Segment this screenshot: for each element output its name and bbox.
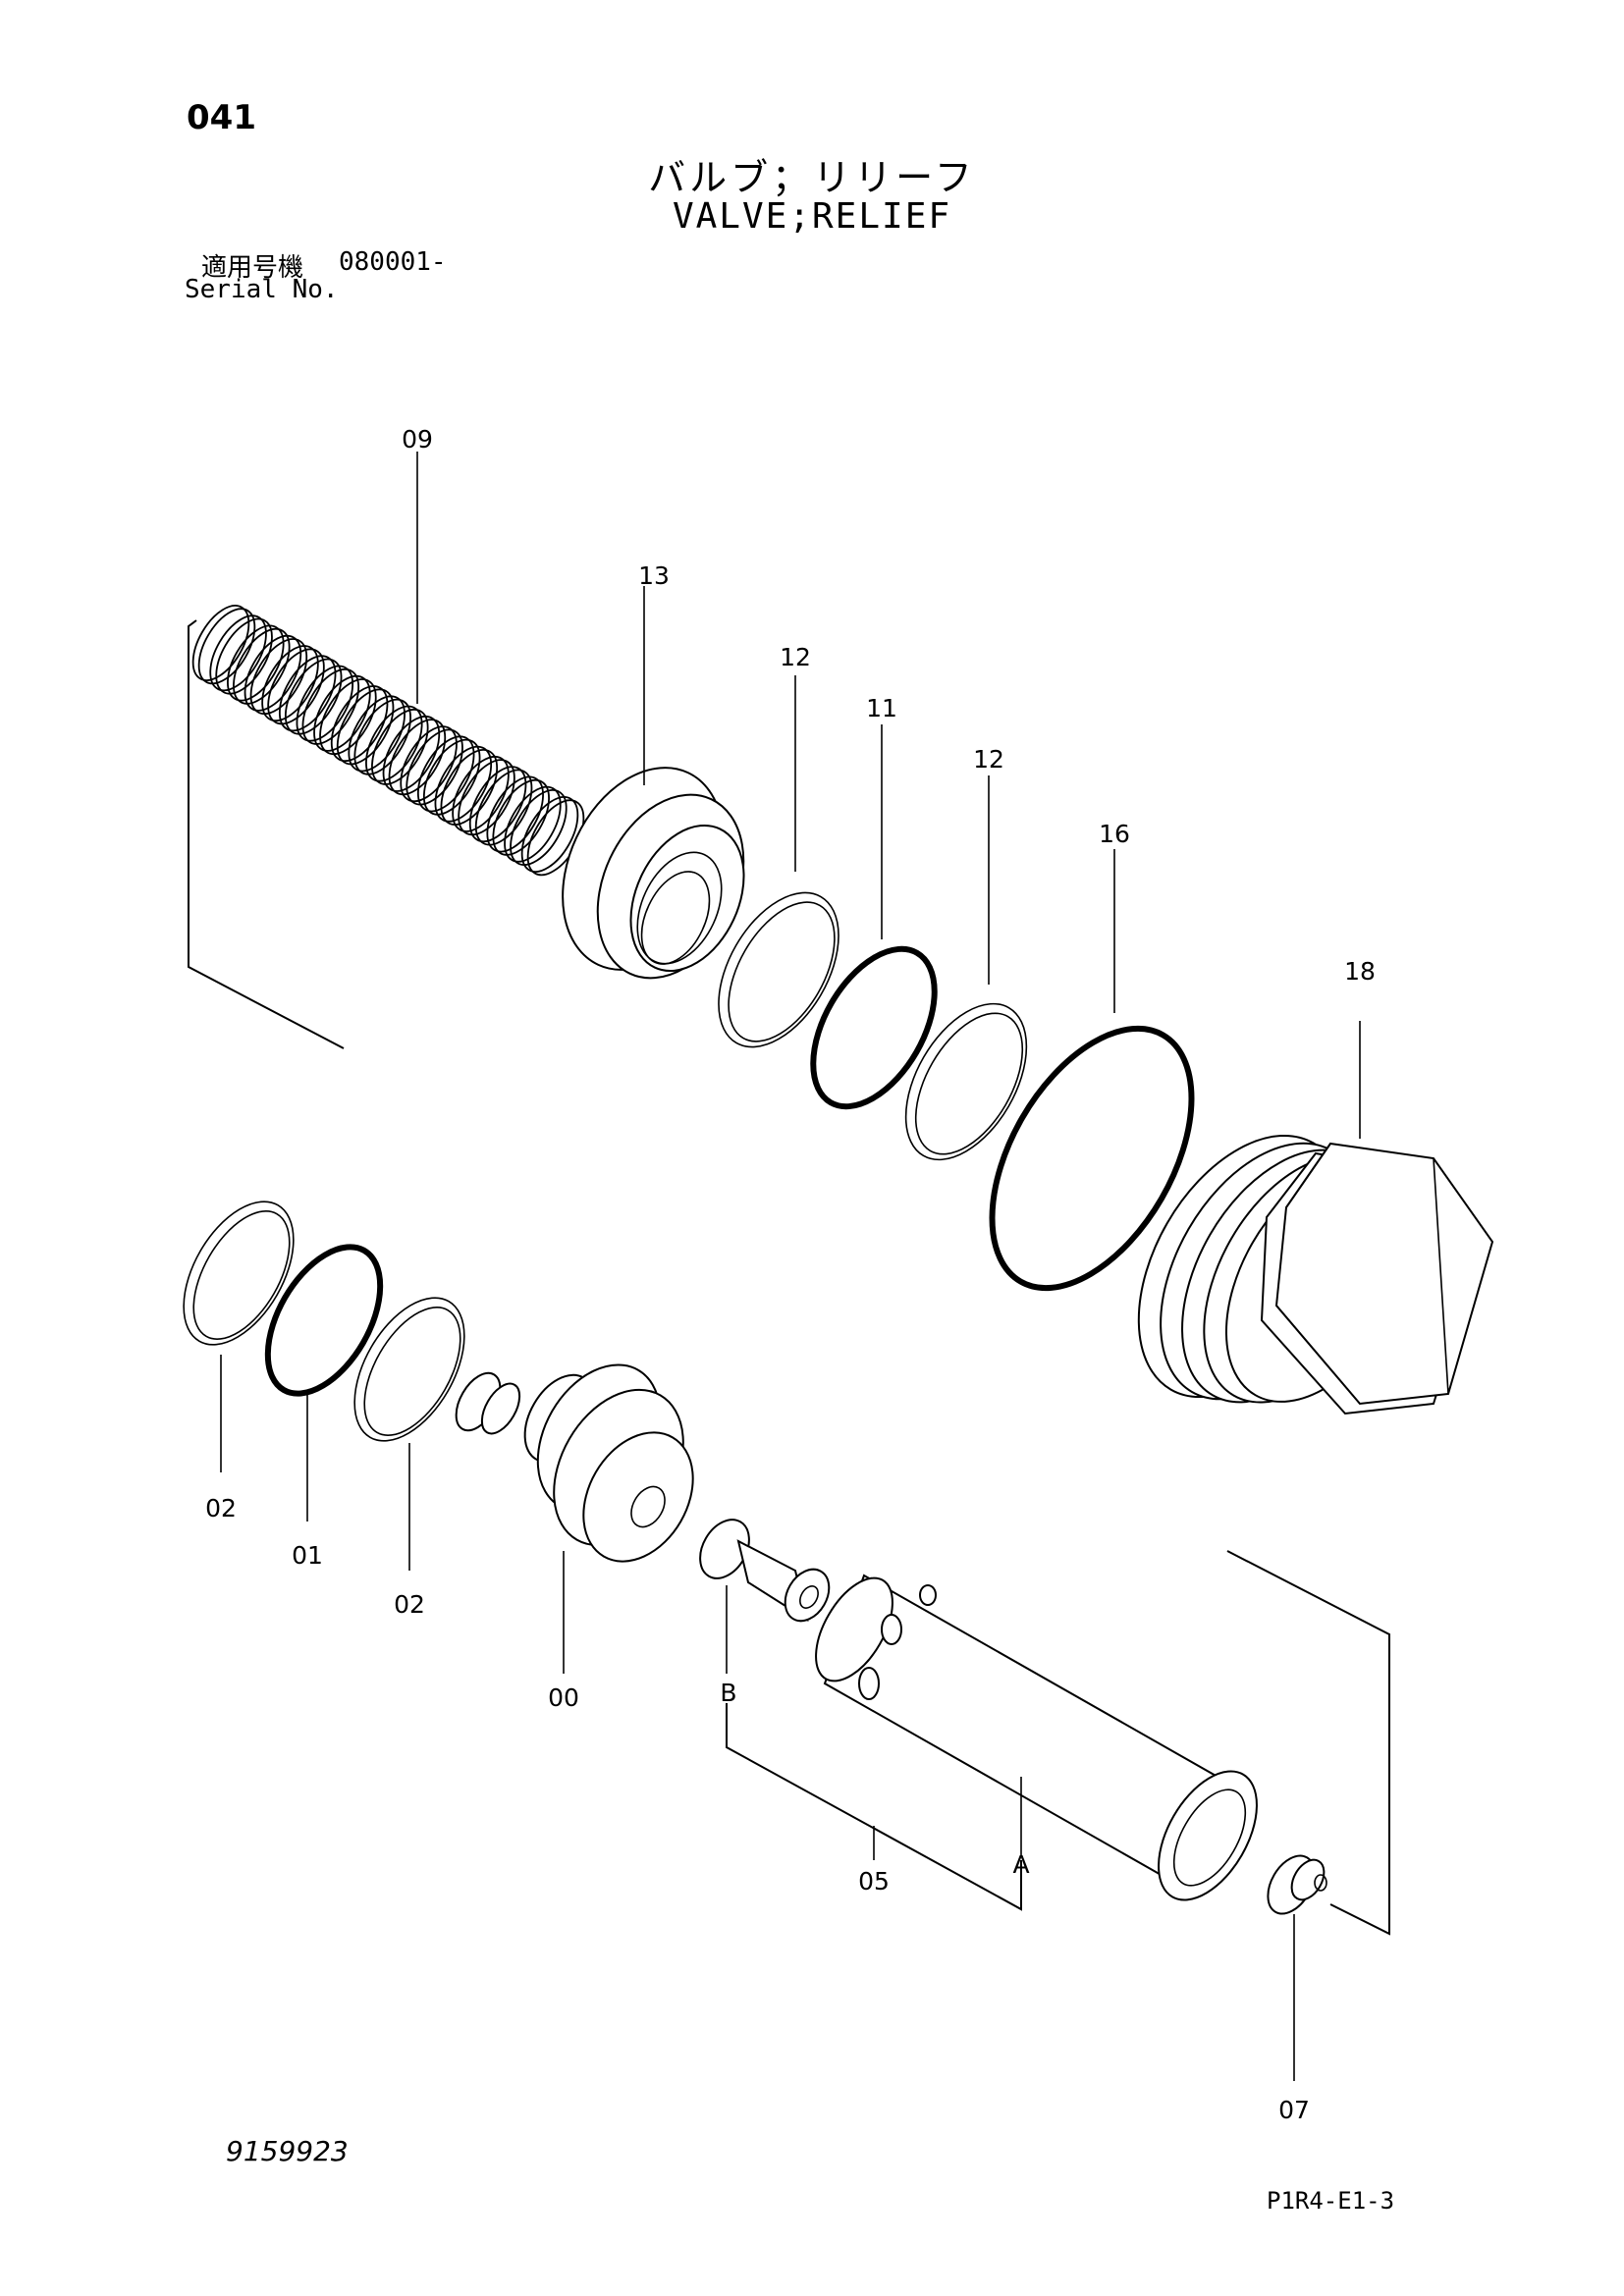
spring-coil	[296, 665, 354, 742]
spring-coil	[468, 766, 527, 843]
callout-12-middle: 12	[973, 745, 1004, 774]
part-13-guide	[562, 586, 745, 980]
part-16-large-oring	[989, 849, 1195, 1292]
part-12-ring-upper	[718, 675, 839, 1048]
part-11-oring	[810, 724, 938, 1110]
page-number: 041	[187, 98, 256, 137]
spring-coil	[267, 648, 325, 725]
callout-07: 07	[1278, 2096, 1310, 2124]
sheet-code: P1R4-E1-3	[1267, 2187, 1395, 2215]
spring-coil	[510, 789, 568, 866]
spring-coil	[319, 678, 377, 755]
spring-coil	[209, 614, 267, 692]
spring-coil	[388, 719, 447, 796]
callout-01: 01	[292, 1541, 323, 1570]
spring-coil	[416, 735, 475, 813]
spring-coil	[227, 624, 285, 702]
spring-coil	[474, 769, 533, 846]
serial-label-japanese: 適用号機	[201, 253, 304, 283]
part-02-ring-left	[183, 1201, 295, 1472]
spring-coil	[422, 738, 481, 816]
lower-bracket-line	[1226, 1550, 1390, 1936]
spring-coil	[440, 749, 499, 826]
part-01-oring	[264, 1244, 384, 1522]
callout-05: 05	[858, 1867, 890, 1896]
spring-coil	[382, 716, 441, 792]
upper-bracket-line	[188, 619, 345, 1049]
part-09-spring	[191, 452, 585, 877]
callout-02-right: 02	[394, 1590, 425, 1619]
spring-coil	[215, 617, 273, 695]
callout-B: B	[720, 1679, 736, 1707]
spring-coil	[353, 698, 411, 775]
spring-coil	[486, 775, 544, 853]
part-02-ring-right	[353, 1297, 465, 1571]
spring-coil	[249, 638, 308, 715]
serial-number-value: 080001-	[339, 247, 447, 277]
spring-coil	[330, 685, 389, 762]
callout-00: 00	[548, 1683, 579, 1712]
callout-18: 18	[1344, 957, 1376, 986]
spring-coil	[504, 785, 562, 863]
callout-09: 09	[402, 425, 433, 454]
spring-coil	[365, 705, 423, 782]
spring-coil	[434, 745, 493, 823]
spring-coil	[406, 728, 463, 806]
part-A-sleeve	[815, 1574, 1258, 1901]
title-japanese: バルブ；リリーフ	[648, 156, 976, 199]
part-12-ring-middle	[904, 775, 1028, 1161]
part-00-poppet	[455, 1363, 694, 1674]
spring-coil	[492, 778, 550, 856]
spring-coil	[313, 674, 371, 752]
spring-coil	[191, 605, 250, 681]
serial-label-english: Serial No.	[185, 275, 339, 304]
spring-coil	[284, 658, 343, 735]
spring-coil	[400, 725, 458, 803]
part-07-plug	[1267, 1854, 1327, 2081]
assembly-05-bracket	[726, 1703, 1022, 1911]
spring-coil	[348, 695, 406, 773]
spring-coil	[520, 796, 579, 873]
spring-coil	[233, 627, 291, 705]
title-english: VALVE;RELIEF	[672, 196, 952, 237]
callout-A: A	[1012, 1850, 1029, 1879]
drawing-number: 9159923	[226, 2135, 349, 2167]
part-B-pin	[699, 1519, 831, 1674]
spring-coil	[244, 634, 302, 712]
callout-12-upper: 12	[780, 643, 811, 671]
spring-coil	[458, 759, 515, 836]
spring-coil	[371, 709, 429, 785]
spring-coil	[301, 668, 360, 745]
spring-coil	[452, 756, 510, 832]
callout-13: 13	[638, 561, 670, 590]
spring-coil	[278, 655, 337, 732]
spring-coil	[336, 688, 395, 766]
part-18-plug	[1137, 1021, 1494, 1415]
spring-coil	[197, 608, 256, 685]
spring-coil	[261, 645, 319, 721]
callout-11: 11	[866, 694, 897, 722]
callout-02-left: 02	[205, 1494, 237, 1522]
callout-16: 16	[1099, 820, 1130, 848]
